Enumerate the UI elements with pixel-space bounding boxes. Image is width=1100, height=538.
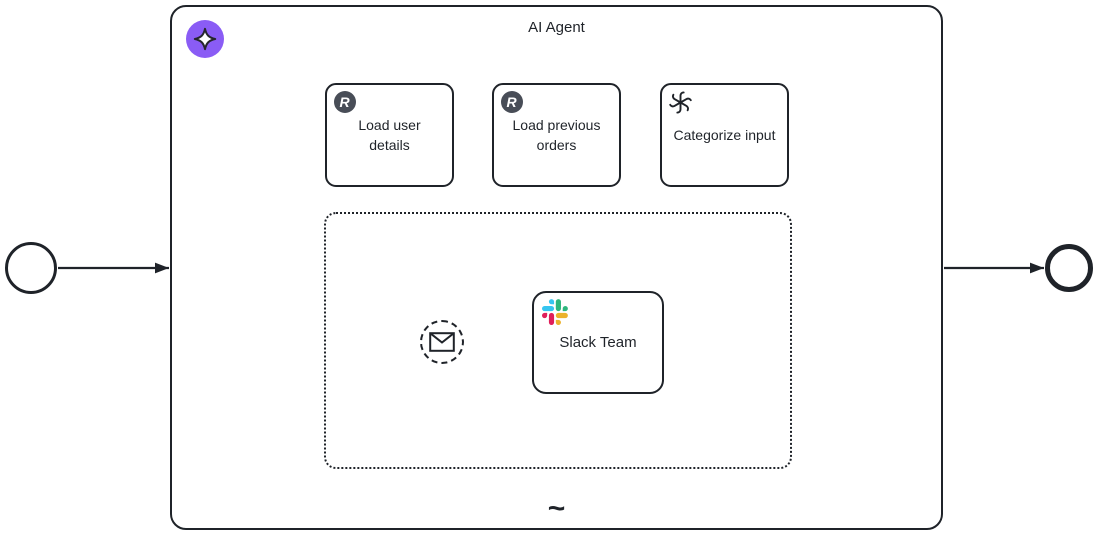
start-event[interactable] bbox=[5, 242, 57, 294]
openai-icon bbox=[669, 91, 692, 119]
task-label: Slack Team bbox=[559, 334, 637, 351]
subprocess-title: AI Agent bbox=[528, 19, 585, 36]
ai-sparkle-icon bbox=[186, 20, 224, 58]
task-load-user-details[interactable]: R Load user details bbox=[325, 83, 454, 187]
end-event[interactable] bbox=[1045, 244, 1093, 292]
event-subprocess-group[interactable]: Slack Team bbox=[324, 212, 792, 469]
task-label: Load user details bbox=[358, 116, 421, 153]
message-start-event[interactable] bbox=[420, 320, 464, 364]
ai-agent-subprocess[interactable]: AI Agent R Load user details R Load prev… bbox=[170, 5, 943, 530]
rest-connector-icon: R bbox=[501, 91, 523, 113]
task-categorize-input[interactable]: Categorize input bbox=[660, 83, 789, 187]
task-label: Categorize input bbox=[673, 126, 776, 143]
task-slack-team[interactable]: Slack Team bbox=[532, 291, 664, 394]
task-load-previous-orders[interactable]: R Load previous orders bbox=[492, 83, 621, 187]
rest-connector-icon: R bbox=[334, 91, 356, 113]
adhoc-marker: ~ bbox=[547, 492, 566, 525]
slack-icon bbox=[542, 299, 568, 329]
envelope-icon bbox=[429, 332, 455, 352]
task-label: Load previous orders bbox=[512, 116, 601, 153]
